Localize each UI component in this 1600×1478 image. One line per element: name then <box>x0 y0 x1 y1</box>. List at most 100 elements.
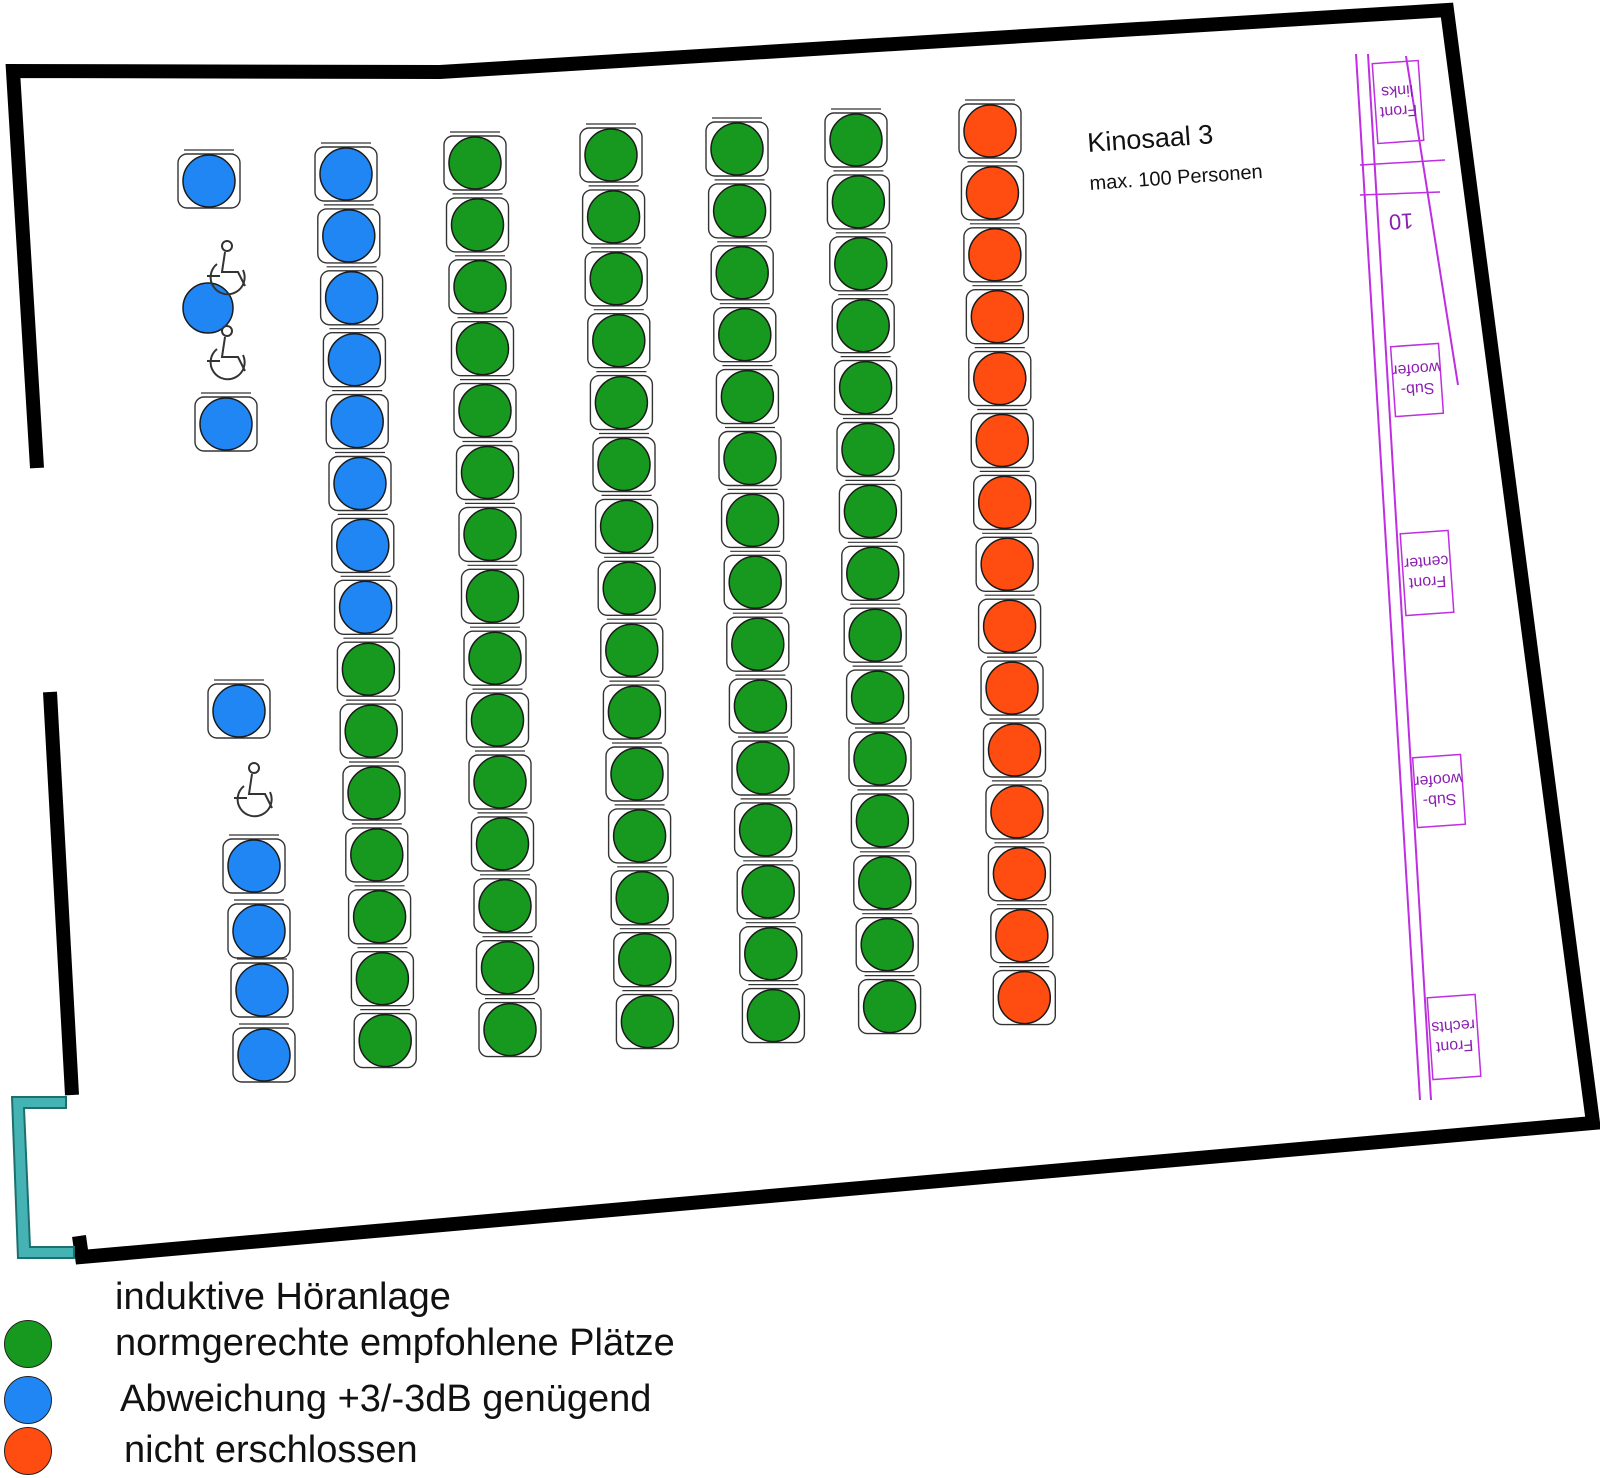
wheelchair-icon <box>207 240 246 296</box>
seat-row-2 <box>443 131 542 1058</box>
seat <box>968 347 1032 407</box>
seat <box>826 170 891 230</box>
seat <box>980 656 1044 716</box>
seat <box>857 974 922 1035</box>
green-seat <box>725 493 780 548</box>
green-seat-icon <box>4 1320 52 1368</box>
green-seat <box>723 431 777 486</box>
green-seat <box>744 926 798 981</box>
blue-seat <box>327 332 382 387</box>
seat <box>977 594 1042 654</box>
red-seat <box>980 537 1034 592</box>
seat <box>987 842 1052 902</box>
seat <box>965 285 1030 345</box>
seat <box>715 365 780 425</box>
green-seat <box>620 994 675 1049</box>
seat <box>610 866 674 926</box>
green-seat <box>463 507 517 562</box>
red-seat <box>970 289 1025 344</box>
green-seat <box>475 817 530 871</box>
seat <box>723 550 787 610</box>
seat <box>707 179 772 239</box>
green-seat <box>460 445 515 500</box>
green-seat <box>610 747 664 801</box>
red-seat <box>995 908 1049 963</box>
screen-line-2 <box>1367 53 1432 1101</box>
seat <box>314 142 378 202</box>
red-seat <box>997 970 1052 1025</box>
green-seat <box>592 313 646 368</box>
seat <box>317 204 381 264</box>
seat <box>970 408 1034 469</box>
side-seat <box>230 958 294 1018</box>
seat <box>831 294 895 354</box>
seat <box>594 494 659 555</box>
red-seat <box>990 785 1044 839</box>
seat <box>985 780 1049 840</box>
green-seat <box>848 608 902 662</box>
green-seat <box>718 307 772 362</box>
blue-seat <box>182 282 234 334</box>
green-seat <box>455 321 510 376</box>
blue-seat <box>212 684 266 738</box>
green-seat <box>831 175 886 229</box>
speaker-label: woofer <box>1413 769 1464 789</box>
seat-row-4 <box>705 117 806 1044</box>
seat <box>455 440 520 501</box>
seat <box>322 328 387 388</box>
green-seat <box>597 437 651 492</box>
blue-seat <box>333 456 387 511</box>
seat <box>342 761 406 821</box>
green-seat <box>615 871 669 925</box>
wheelchair-icon <box>234 762 273 818</box>
green-seat <box>465 569 520 624</box>
seat <box>592 432 656 493</box>
blue-seat <box>338 580 393 635</box>
seat <box>470 812 535 872</box>
seat <box>973 470 1037 531</box>
seat <box>990 904 1054 964</box>
green-seat <box>589 252 643 306</box>
seat <box>718 426 782 487</box>
seat <box>829 232 893 292</box>
side-seat <box>207 679 271 739</box>
green-seat <box>618 932 672 987</box>
seat <box>353 1008 417 1069</box>
seat <box>736 860 800 920</box>
red-seat <box>968 228 1022 282</box>
seat <box>841 541 905 601</box>
seat <box>845 665 910 725</box>
door <box>10 1096 75 1259</box>
wheelchair-icon <box>207 325 246 381</box>
seat <box>458 502 522 563</box>
seat <box>448 255 512 315</box>
seat <box>833 356 898 416</box>
green-seat <box>731 617 785 671</box>
speaker-label: rechts <box>1431 1016 1476 1036</box>
red-seat <box>973 351 1027 406</box>
red-seat <box>977 475 1032 530</box>
seat <box>705 117 769 177</box>
side-seat <box>232 1023 296 1083</box>
hall-capacity: max. 100 Personen <box>1089 161 1264 195</box>
green-seat <box>584 128 638 182</box>
green-seat <box>341 642 396 696</box>
seat <box>325 390 389 450</box>
seat <box>838 479 903 540</box>
green-seat <box>858 856 912 910</box>
green-seat <box>843 484 898 539</box>
seat <box>728 674 793 734</box>
seat <box>336 637 401 697</box>
speaker-subwoofer-2: Sub-woofer <box>1411 753 1467 829</box>
green-seat <box>453 260 507 314</box>
seat <box>333 575 398 635</box>
green-seat <box>586 190 641 244</box>
seat <box>347 885 412 945</box>
speaker-label: Front <box>1408 572 1447 592</box>
green-seat <box>473 755 527 809</box>
green-seat <box>841 422 895 477</box>
green-seat <box>612 809 667 863</box>
seat <box>992 965 1056 1026</box>
